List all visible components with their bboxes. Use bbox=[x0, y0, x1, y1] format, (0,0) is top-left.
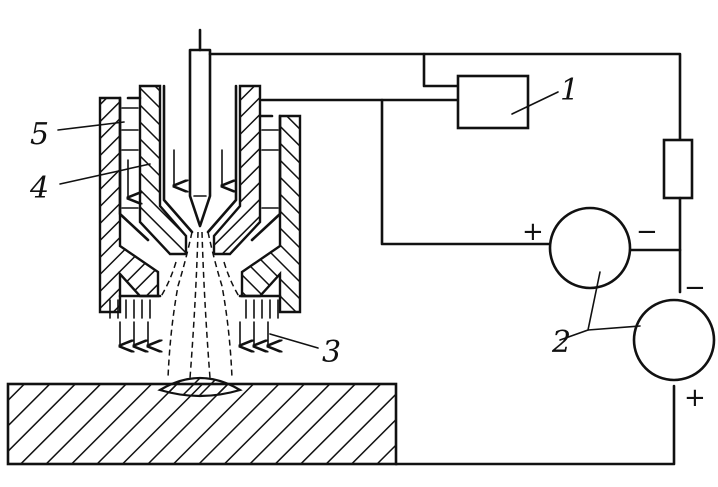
leader-lines bbox=[57, 91, 641, 349]
polarity-upper-right: − bbox=[636, 217, 658, 247]
label-control-unit: 1 bbox=[560, 73, 579, 108]
control-unit-box bbox=[456, 74, 530, 130]
label-power-sources: 2 bbox=[551, 325, 571, 360]
gas-flow-arrows bbox=[128, 149, 222, 198]
label-channel-inner: 4 bbox=[29, 171, 49, 206]
plasma-arc bbox=[159, 231, 241, 379]
upper-power-source bbox=[548, 206, 632, 290]
workpiece bbox=[6, 376, 398, 466]
label-channel-outer: 5 bbox=[30, 117, 49, 152]
electrode bbox=[188, 28, 212, 228]
polarity-upper-left: + bbox=[522, 217, 544, 247]
circuit-wiring bbox=[208, 52, 694, 466]
lower-power-source bbox=[632, 298, 716, 382]
polarity-lower-top: − bbox=[684, 273, 706, 303]
polarity-lower-bottom: + bbox=[684, 383, 706, 413]
shield-gas-outflow bbox=[109, 299, 278, 346]
torch-body bbox=[98, 84, 302, 314]
label-plasma-flow: 3 bbox=[322, 335, 341, 370]
